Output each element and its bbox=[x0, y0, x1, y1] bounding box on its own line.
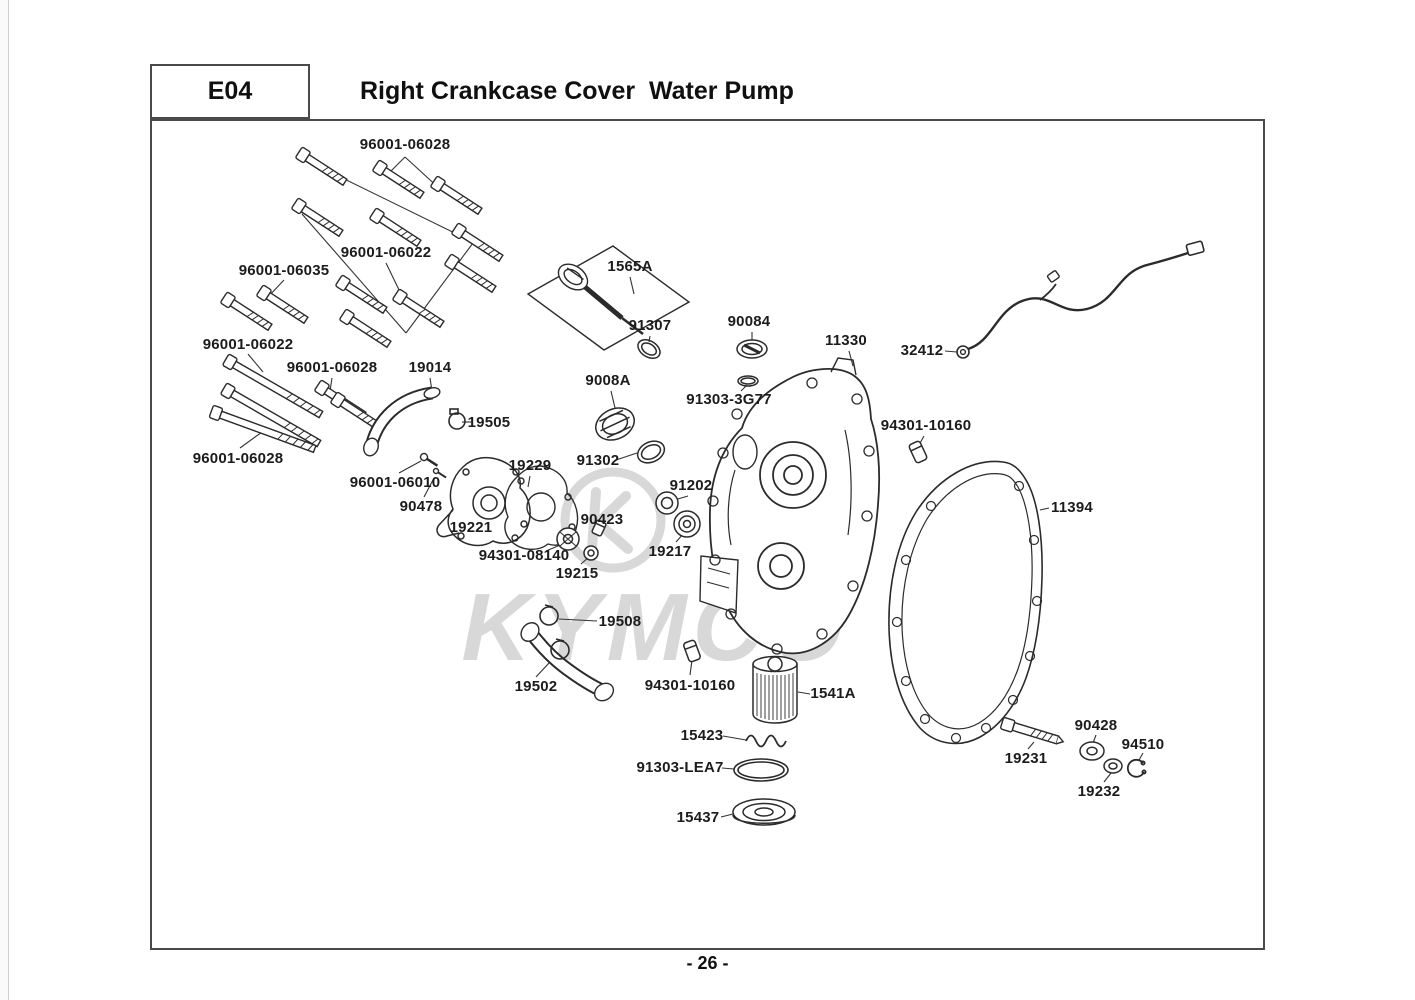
flange-bolt-set bbox=[208, 146, 506, 456]
bypass-hose-19502 bbox=[520, 622, 615, 702]
dowel-94301-10160-upper bbox=[908, 440, 928, 464]
part-label: 94301-08140 bbox=[478, 547, 570, 564]
pump-gasket-19229 bbox=[504, 465, 579, 550]
water-pump-cover-19221 bbox=[436, 456, 531, 547]
page-edge-strip bbox=[0, 0, 9, 1000]
water-seal-91202 bbox=[655, 491, 679, 515]
plug-9008A bbox=[595, 407, 635, 441]
washer-19215 bbox=[583, 545, 599, 561]
oring-91303-3G77 bbox=[737, 375, 759, 387]
part-label: 90084 bbox=[727, 313, 771, 330]
pin-90478 bbox=[432, 467, 447, 479]
filter-cap-15437 bbox=[732, 798, 796, 826]
oring-91303-LEA7 bbox=[733, 758, 789, 782]
part-label: 96001-06022 bbox=[340, 244, 432, 261]
kymco-logo-circle-icon bbox=[560, 467, 666, 573]
section-code: E04 bbox=[207, 77, 253, 105]
cover-gasket-11394 bbox=[888, 460, 1043, 745]
part-label: 96001-06028 bbox=[359, 136, 451, 153]
part-label: 94510 bbox=[1121, 736, 1165, 753]
spring-15423 bbox=[745, 734, 787, 748]
part-label: 90423 bbox=[580, 511, 624, 528]
oring-91302 bbox=[636, 440, 666, 464]
dipstick-1565A bbox=[526, 245, 691, 351]
part-label: 1565A bbox=[607, 258, 653, 275]
hose-clamp-19505 bbox=[448, 408, 466, 430]
part-label: 96001-06028 bbox=[192, 450, 284, 467]
oil-filler-cap-90084 bbox=[736, 339, 768, 359]
part-label: 96001-06028 bbox=[286, 359, 378, 376]
part-label: 91303-3G77 bbox=[686, 391, 772, 408]
part-label: 94301-10160 bbox=[644, 677, 736, 694]
hose-clamps-19508 bbox=[539, 604, 570, 660]
part-label: 19215 bbox=[555, 565, 599, 582]
sensor-cable-32412 bbox=[956, 240, 1205, 359]
part-label: 11330 bbox=[825, 332, 867, 349]
part-label: 15423 bbox=[680, 727, 724, 744]
part-label: 96001-06010 bbox=[349, 474, 441, 491]
oring-91307 bbox=[637, 338, 661, 360]
part-label: 94301-10160 bbox=[880, 417, 972, 434]
water-hose-19014 bbox=[363, 386, 441, 457]
circlip-94510 bbox=[1126, 758, 1147, 778]
part-label: 15437 bbox=[676, 809, 720, 826]
part-label: 96001-06022 bbox=[202, 336, 294, 353]
part-label: 19502 bbox=[514, 678, 558, 695]
part-label: 19232 bbox=[1077, 783, 1121, 800]
part-label: 11394 bbox=[1051, 499, 1093, 516]
part-label: 9008A bbox=[585, 372, 631, 389]
union-bolt-19231 bbox=[1000, 717, 1065, 745]
part-label: 1541A bbox=[810, 685, 856, 702]
impeller-94301-08140 bbox=[556, 527, 580, 551]
washer-90428 bbox=[1079, 741, 1105, 761]
dowel-94301-10160-lower bbox=[683, 639, 701, 663]
part-label: 19229 bbox=[508, 457, 552, 474]
part-label: 32412 bbox=[900, 342, 944, 359]
oil-filter-1541A bbox=[752, 655, 798, 724]
part-label: 19221 bbox=[449, 519, 493, 536]
part-label: 19014 bbox=[408, 359, 452, 376]
part-label: 96001-06035 bbox=[238, 262, 330, 279]
part-label: 90478 bbox=[399, 498, 443, 515]
part-label: 91307 bbox=[628, 317, 672, 334]
bush-90423 bbox=[591, 519, 607, 537]
part-label: 19231 bbox=[1004, 750, 1048, 767]
part-label: 91302 bbox=[576, 452, 620, 469]
page-title: Right Crankcase Cover Water Pump bbox=[360, 77, 794, 105]
washer-19232 bbox=[1103, 758, 1123, 774]
leader-lines bbox=[239, 156, 1144, 818]
part-label: 19505 bbox=[467, 414, 511, 431]
screw-96001-06010 bbox=[419, 452, 439, 467]
crankcase-cover-11330 bbox=[699, 357, 881, 655]
page-number: - 26 - bbox=[686, 953, 729, 973]
part-label: 90428 bbox=[1074, 717, 1118, 734]
part-label: 19508 bbox=[598, 613, 642, 630]
bearing-19217 bbox=[673, 510, 701, 538]
part-label: 91303-LEA7 bbox=[636, 759, 724, 776]
part-label: 91202 bbox=[669, 477, 713, 494]
section-code-box: E04 bbox=[150, 64, 310, 119]
diagram-frame bbox=[150, 119, 1265, 950]
part-label: 19217 bbox=[648, 543, 692, 560]
